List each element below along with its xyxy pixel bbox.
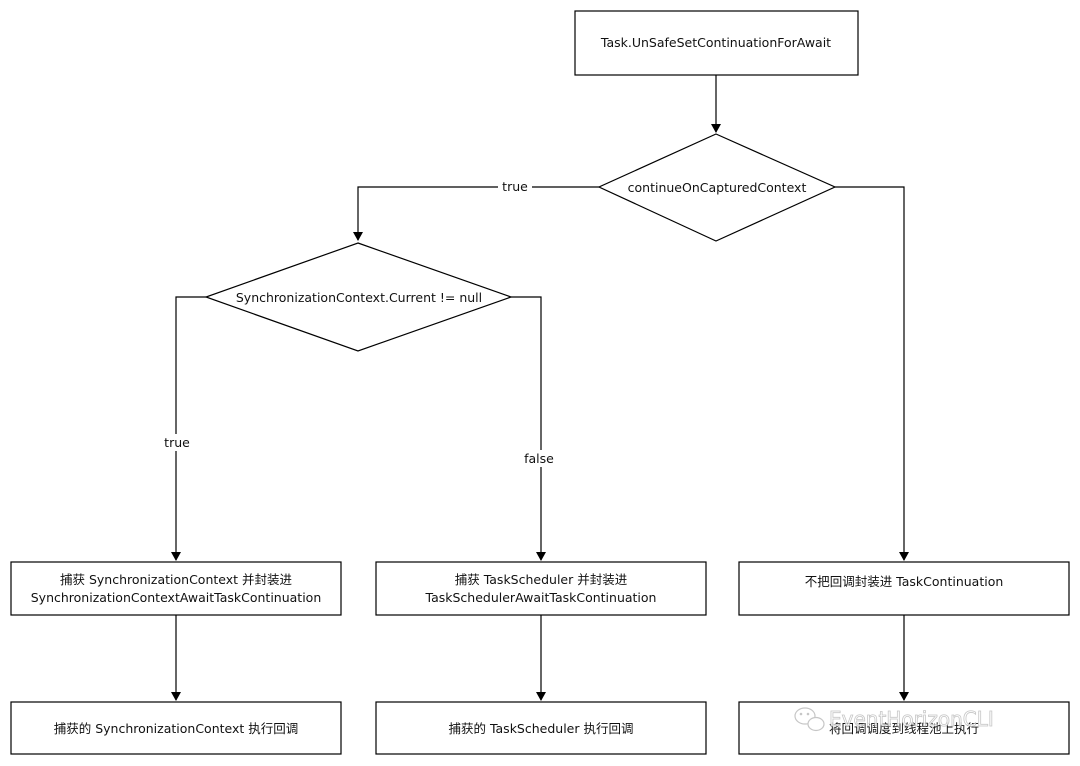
edge-sync-false [511,296,546,561]
box-capture-sync-context [10,561,342,616]
result-task-scheduler-label: 捕获的 TaskScheduler 执行回调 [448,721,633,736]
edge-label-bg-sync-false [522,450,558,467]
result-thread-pool-label: 将回调调度到线程池上执行 [829,721,979,736]
box-capture-task-scheduler-line2: TaskSchedulerAwaitTaskContinuation [425,590,657,605]
result-sync-context [10,701,342,755]
box-capture-sync-context-line1: 捕获 SynchronizationContext 并封装进 [60,572,293,587]
start-node [574,10,859,76]
start-node-label: Task.UnSafeSetContinuationForAwait [600,35,831,50]
edge-label-bg-sync-true [162,434,192,451]
edge-label-bg-captured-true [498,178,532,194]
decision-captured-context [597,133,837,242]
decision-captured-context-label: continueOnCapturedContext [628,180,807,195]
box-no-capture [738,561,1070,616]
box-no-capture-label: 不把回调封装进 TaskContinuation [805,574,1004,589]
result-sync-context-label: 捕获的 SynchronizationContext 执行回调 [54,721,299,736]
wechat-icon [794,707,825,732]
edge-captured-true [353,186,599,241]
edge-captured-false [835,186,909,561]
decision-sync-context [204,242,513,352]
result-thread-pool [738,701,1070,755]
box-capture-sync-context-line2: SynchronizationContextAwaitTaskContinuat… [31,590,322,605]
box-capture-task-scheduler [375,561,707,616]
watermark-text: EventHorizonCLI [829,707,994,731]
decision-sync-context-label: SynchronizationContext.Current != null [236,290,482,305]
edge-sync-true [171,296,206,561]
edge-label-sync-false: false [524,451,554,466]
box-capture-task-scheduler-line1: 捕获 TaskScheduler 并封装进 [455,572,628,587]
edge-label-captured-true: true [502,179,528,194]
edge-label-sync-true: true [164,435,190,450]
result-task-scheduler [375,701,707,755]
